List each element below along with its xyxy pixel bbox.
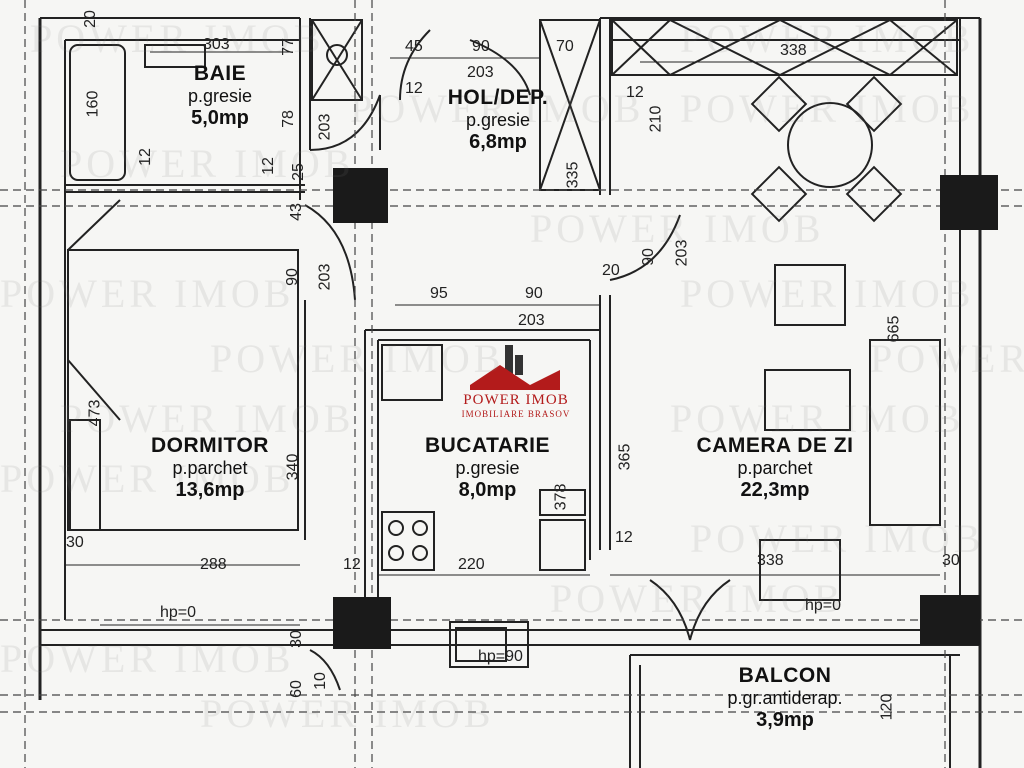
watermark: POWER IMOB: [30, 16, 325, 61]
watermark: POWER IMOB: [870, 336, 1024, 381]
dimension-label: 120: [878, 693, 896, 721]
dimension-label: 30: [942, 552, 960, 569]
structural-columns: [333, 168, 998, 649]
room-name: BALCON: [738, 664, 832, 687]
column: [333, 168, 388, 223]
room-floor: p.gresie: [465, 110, 531, 131]
dimension-label: 288: [200, 556, 227, 573]
room-floor: p.gr.antiderap.: [727, 688, 843, 709]
dimension-label: 303: [203, 36, 230, 53]
watermark: POWER IMOB: [690, 516, 985, 561]
dimension-label: 203: [673, 239, 691, 267]
room-label-baie: BAIE p.gresie 5,0mp: [160, 62, 280, 130]
room-name: CAMERA DE ZI: [696, 434, 854, 457]
dimension-label: 12: [136, 148, 154, 166]
dimension-label: 70: [556, 38, 574, 55]
company-logo: POWER IMOB IMOBILIARE BRASOV: [456, 340, 576, 419]
dimension-label: 95: [430, 285, 448, 302]
room-floor: p.gresie: [187, 86, 253, 107]
dimension-label: 12: [405, 80, 423, 97]
logo-building-icon: [470, 345, 560, 390]
dimension-label: 78: [279, 110, 297, 128]
watermark: POWER IMOB: [350, 86, 645, 131]
dimension-label: 12: [259, 157, 277, 175]
room-floor: p.parchet: [737, 458, 813, 479]
dimension-label: 338: [780, 42, 807, 59]
dimension-label: 203: [467, 64, 494, 81]
dimension-label: 43: [287, 203, 305, 221]
room-area: 22,3mp: [740, 478, 810, 501]
dimension-label: 77: [279, 38, 297, 56]
dimension-label: 220: [458, 556, 485, 573]
room-area: 6,8mp: [469, 130, 527, 153]
room-area: 8,0mp: [458, 478, 517, 501]
dimension-label: 665: [885, 315, 903, 343]
dimension-label: 12: [626, 84, 644, 101]
dimension-label: 45: [405, 38, 423, 55]
column: [940, 175, 998, 230]
dimension-label: 12: [343, 556, 361, 573]
dimension-label: 90: [639, 248, 657, 266]
dimension-label: 203: [316, 113, 334, 141]
dimension-label: 12: [615, 529, 633, 546]
dimension-label: 473: [86, 399, 104, 427]
watermark: POWER IMOB: [680, 16, 975, 61]
watermark: POWER IMOB: [200, 691, 495, 736]
dimension-label: 340: [284, 453, 302, 481]
dimension-label: 378: [552, 483, 570, 511]
room-area: 5,0mp: [191, 106, 249, 129]
dimension-label: 203: [316, 263, 334, 291]
dimension-label: 90: [283, 268, 301, 286]
room-label-balcon: BALCON p.gr.antiderap. 3,9mp: [700, 664, 870, 732]
room-area: 13,6mp: [175, 478, 245, 501]
room-label-dormitor: DORMITOR p.parchet 13,6mp: [140, 434, 280, 502]
room-label-hol: HOL/DEP. p.gresie 6,8mp: [428, 86, 568, 154]
watermark: POWER IMOB: [670, 396, 965, 441]
dimension-label: 90: [472, 38, 490, 55]
dimension-label: 203: [518, 312, 545, 329]
watermark: POWER IMOB: [60, 141, 355, 186]
dimension-label: 338: [757, 552, 784, 569]
watermark: POWER IMOB: [530, 206, 825, 251]
level-marker: hp=0: [160, 604, 197, 621]
room-name: HOL/DEP.: [447, 86, 549, 109]
dimension-label: 210: [647, 105, 665, 133]
logo-subtitle: IMOBILIARE BRASOV: [461, 409, 571, 419]
watermark: POWER IMOB: [210, 336, 505, 381]
room-label-camera-de-zi: CAMERA DE ZI p.parchet 22,3mp: [680, 434, 870, 502]
column: [920, 595, 980, 645]
room-label-bucatarie: BUCATARIE p.gresie 8,0mp: [410, 434, 565, 502]
room-area: 3,9mp: [756, 708, 814, 731]
logo-name: POWER IMOB: [463, 392, 569, 408]
dimension-label: 20: [81, 10, 99, 28]
dimension-label: 20: [602, 262, 620, 279]
dimension-label: 90: [525, 285, 543, 302]
room-name: BAIE: [193, 62, 247, 85]
watermark: POWER IMOB: [680, 271, 975, 316]
watermark: POWER IMOB: [0, 271, 295, 316]
room-name: BUCATARIE: [424, 434, 551, 457]
dimension-label: 365: [616, 443, 634, 471]
level-marker: hp=90: [478, 648, 523, 665]
dimension-label: 25: [289, 163, 307, 181]
dimension-label: 30: [66, 534, 84, 551]
room-floor: p.parchet: [172, 458, 248, 479]
level-marker: hp=0: [805, 597, 842, 614]
room-floor: p.gresie: [455, 458, 520, 479]
dimension-label: 60: [287, 680, 305, 698]
watermark: POWER IMOB: [0, 636, 295, 681]
dimension-label: 30: [287, 630, 305, 648]
room-name: DORMITOR: [151, 434, 269, 457]
watermark: POWER IMOB: [680, 86, 975, 131]
dimension-label: 160: [84, 90, 102, 118]
watermark: POWER IMOB: [60, 396, 355, 441]
dimension-label: 335: [564, 161, 582, 189]
watermark: POWER IMOB: [550, 576, 845, 621]
dimension-label: 10: [311, 672, 329, 690]
column: [333, 597, 391, 649]
watermark: POWER IMOB: [0, 456, 295, 501]
